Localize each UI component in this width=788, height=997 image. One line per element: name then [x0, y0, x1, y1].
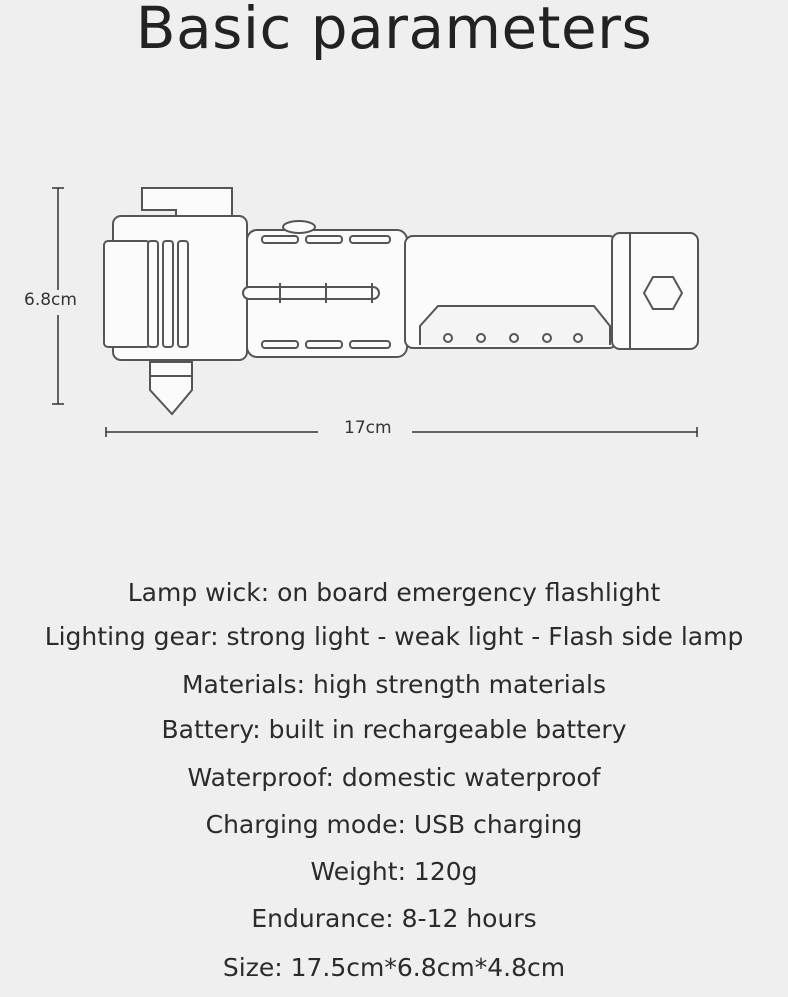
spec-lighting-gear: Lighting gear: strong light - weak light… [44, 622, 744, 651]
width-dimension-line [105, 427, 698, 437]
spec-weight: Weight: 120g [310, 857, 478, 886]
spec-materials: Materials: high strength materials [181, 670, 607, 699]
spec-endurance: Endurance: 8-12 hours [251, 904, 537, 933]
height-dimension-label: 6.8cm [24, 290, 77, 310]
product-diagram: 6.8cm 17cm [0, 170, 788, 440]
spec-battery: Battery: built in rechargeable battery [161, 715, 627, 744]
spec-waterproof: Waterproof: domestic waterproof [187, 763, 601, 792]
height-dimension-line [52, 187, 64, 405]
spec-lamp-wick: Lamp wick: on board emergency flashlight [127, 578, 661, 607]
page-title: Basic parameters [135, 0, 653, 62]
width-dimension-label: 17cm [338, 418, 398, 438]
flashlight-drawing [52, 187, 699, 437]
flashlight-body [103, 187, 699, 416]
spec-size: Size: 17.5cm*6.8cm*4.8cm [222, 953, 566, 982]
spec-charging-mode: Charging mode: USB charging [205, 810, 583, 839]
